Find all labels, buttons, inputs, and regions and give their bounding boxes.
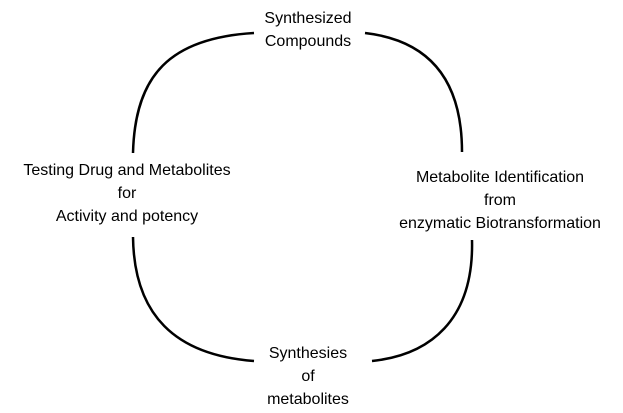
- node-right-line-2: from: [484, 192, 516, 209]
- node-bottom-line-1: Synthesies: [268, 345, 348, 362]
- node-testing-drug-and-metabolites: Testing Drug and Metabolites for Activit…: [0, 159, 254, 228]
- node-bottom-line-2: of: [301, 368, 315, 385]
- arc-top-to-right: [364, 31, 464, 153]
- node-left-line-2: for: [117, 185, 137, 202]
- node-metabolite-identification: Metabolite Identification from enzymatic…: [380, 166, 620, 235]
- arc-right-to-bottom: [371, 239, 474, 363]
- node-synthesized-compounds: Synthesized Compounds: [208, 7, 408, 53]
- node-right-line-3: enzymatic Biotransformation: [399, 215, 601, 232]
- arc-left-to-top: [131, 31, 255, 154]
- node-left-line-3: Activity and potency: [55, 208, 199, 225]
- node-top-line-2: Compounds: [264, 33, 352, 50]
- node-left-line-1: Testing Drug and Metabolites: [23, 162, 231, 179]
- node-right-line-1: Metabolite Identification: [415, 169, 585, 186]
- arc-bottom-to-left: [131, 236, 255, 363]
- node-top-line-1: Synthesized: [264, 10, 352, 27]
- node-synthesis-of-metabolites: Synthesies of metabolites: [208, 342, 408, 411]
- node-bottom-line-3: metabolites: [267, 391, 349, 408]
